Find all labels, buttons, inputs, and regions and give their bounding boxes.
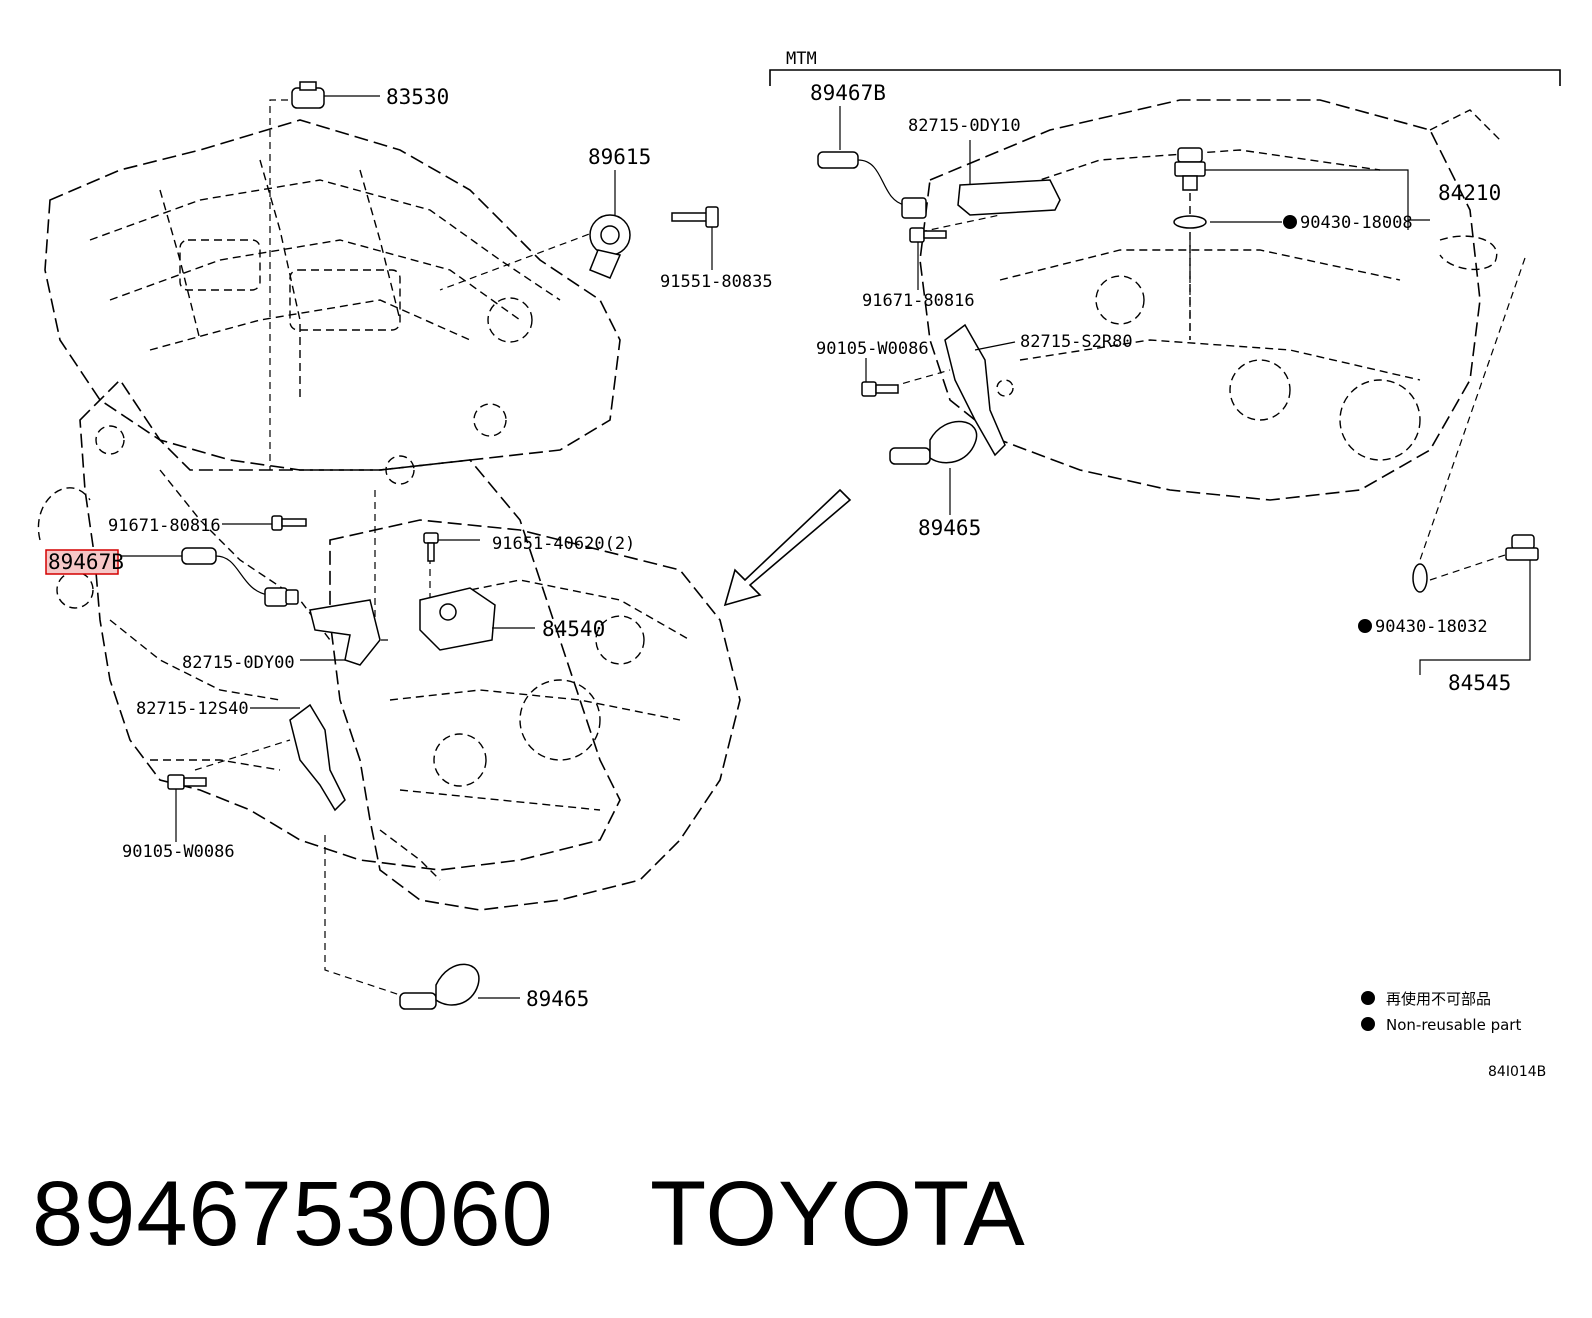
part-89615-icon xyxy=(589,170,631,279)
part-91671-left-bolt-icon xyxy=(222,515,307,531)
label-89615[interactable]: 89615 xyxy=(588,145,651,169)
part-82715-0dy00-bracket-icon xyxy=(300,599,381,666)
part-82715-s2r80-bracket-icon xyxy=(944,323,1016,457)
part-91671-right-bolt-icon xyxy=(909,227,947,290)
label-90430-18032[interactable]: 90430-18032 xyxy=(1375,617,1488,637)
label-89467b-right[interactable]: 89467B xyxy=(810,81,886,105)
label-82715-s2r80[interactable]: 82715-S2R80 xyxy=(1020,332,1133,352)
label-82715-12s40[interactable]: 82715-12S40 xyxy=(136,699,249,719)
part-84210-switch-icon xyxy=(1173,147,1430,230)
label-84210[interactable]: 84210 xyxy=(1438,181,1501,205)
label-90105-w0086-right[interactable]: 90105-W0086 xyxy=(816,339,929,359)
label-83530[interactable]: 83530 xyxy=(386,85,449,109)
label-91671-80816-right[interactable]: 91671-80816 xyxy=(862,291,975,311)
label-91551-80835[interactable]: 91551-80835 xyxy=(660,272,773,292)
direction-arrow xyxy=(723,488,852,607)
part-90105-right-bolt-icon xyxy=(861,358,899,397)
part-91551-bolt-icon xyxy=(671,206,719,270)
legend-bullet-jp xyxy=(1361,991,1375,1005)
label-89465-right[interactable]: 89465 xyxy=(918,516,981,540)
legend-bullet-en xyxy=(1361,1017,1375,1031)
caption-part-number: 8946753060 xyxy=(32,1163,554,1265)
part-91651-bolt-icon xyxy=(423,532,480,562)
label-91651-40620[interactable]: 91651-40620(2) xyxy=(492,534,635,554)
mtm-transmission-drawing xyxy=(879,99,1526,581)
part-83530-icon xyxy=(291,81,380,109)
part-89467b-left-sensor-icon xyxy=(120,547,299,607)
part-84545-switch-icon xyxy=(1412,534,1539,675)
non-reusable-mark-18032 xyxy=(1358,619,1372,633)
diagram-code: 84I014B xyxy=(1488,1064,1546,1080)
label-84545[interactable]: 84545 xyxy=(1448,671,1511,695)
highlight-box-89467b xyxy=(45,549,119,575)
caption-brand: TOYOTA xyxy=(650,1163,1026,1265)
label-82715-0dy10[interactable]: 82715-0DY10 xyxy=(908,116,1021,136)
label-90105-w0086-left[interactable]: 90105-W0086 xyxy=(122,842,235,862)
part-89467b-right-sensor-icon xyxy=(817,106,927,219)
part-82715-0dy10-bracket-icon xyxy=(957,140,1061,216)
label-90430-18008[interactable]: 90430-18008 xyxy=(1300,213,1413,233)
part-82715-12s40-bracket-icon xyxy=(250,703,346,812)
label-91671-80816-left[interactable]: 91671-80816 xyxy=(108,516,221,536)
legend: 再使用不可部品 Non-reusable part xyxy=(1361,990,1521,1034)
part-90105-left-bolt-icon xyxy=(167,774,207,842)
engine-assembly-drawing xyxy=(37,99,741,996)
legend-text-jp: 再使用不可部品 xyxy=(1386,990,1491,1008)
part-89465-right-sensor-icon xyxy=(889,420,978,515)
legend-text-en: Non-reusable part xyxy=(1386,1016,1521,1034)
label-84540[interactable]: 84540 xyxy=(542,617,605,641)
label-89467b-left-highlighted[interactable]: 89467B xyxy=(48,550,124,574)
non-reusable-mark-18008 xyxy=(1283,215,1297,229)
part-89465-bottom-sensor-icon xyxy=(399,963,520,1010)
label-89465-bottom[interactable]: 89465 xyxy=(526,987,589,1011)
label-82715-0dy00[interactable]: 82715-0DY00 xyxy=(182,653,295,673)
part-84540-switch-icon xyxy=(419,587,535,651)
mtm-bracket xyxy=(769,69,1561,86)
label-mtm: MTM xyxy=(786,49,817,69)
